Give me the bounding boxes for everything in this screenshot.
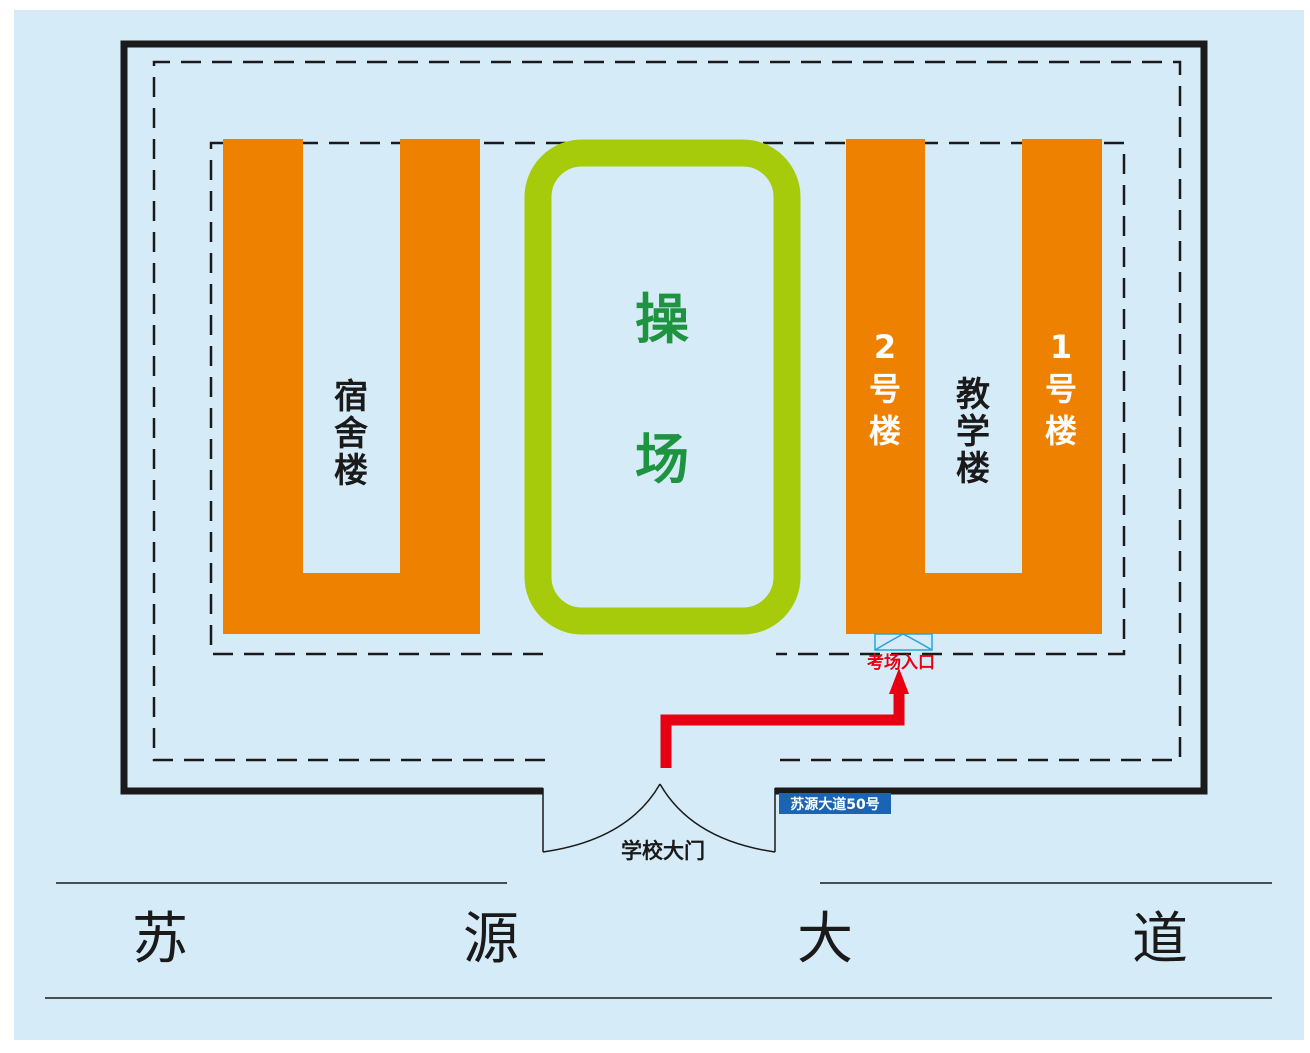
dorm-text-char: 宿 — [334, 377, 368, 417]
b2-text-char: 号 — [869, 370, 901, 408]
teach-text-char: 教 — [956, 375, 990, 415]
outer-dashed-path — [152, 60, 1182, 762]
campus-wall — [120, 40, 1208, 795]
building-2-label: 2 号楼 — [869, 328, 901, 450]
school-gate-label: 学校大门 — [621, 839, 705, 863]
route-arrowhead-icon — [889, 668, 909, 694]
dormitory-building — [223, 139, 480, 634]
b2-text-char: 楼 — [869, 412, 901, 450]
inner-dashed-path — [209, 141, 1126, 656]
address-label: 苏源大道50号 — [790, 796, 879, 813]
playground-text-char: 场 — [635, 428, 689, 491]
b1-text-char: 楼 — [1045, 412, 1077, 450]
exam-entrance-label: 考场入口 — [866, 652, 935, 673]
b1-text-char: 1 — [1050, 328, 1072, 366]
dorm-text-char: 楼 — [334, 451, 368, 491]
address-badge — [779, 793, 891, 814]
b1-text-char: 号 — [1045, 370, 1077, 408]
dormitory-label: 宿舍楼 — [334, 377, 368, 491]
teaching-building — [846, 139, 1102, 634]
building-1-label: 1 号楼 — [1045, 328, 1077, 450]
teach-text-char: 学 — [956, 412, 990, 452]
b2-text-char: 2 — [874, 328, 896, 366]
road-name-char-3: 大 — [797, 907, 853, 972]
exam-entrance-door-icon — [874, 633, 933, 651]
route-arrow — [660, 668, 909, 768]
playground-text-char: 操 — [635, 288, 689, 351]
road-name-char-1: 苏 — [132, 907, 188, 972]
dorm-text-char: 舍 — [334, 414, 368, 454]
road-name-char-4: 道 — [1132, 907, 1188, 972]
teach-text-char: 楼 — [956, 449, 990, 489]
road-name-char-2: 源 — [463, 907, 519, 972]
school-gate-icon — [542, 783, 776, 853]
teaching-building-label: 教学楼 — [956, 375, 990, 489]
playground-label: 操场 — [635, 288, 689, 491]
playground-ring — [524, 139, 801, 635]
